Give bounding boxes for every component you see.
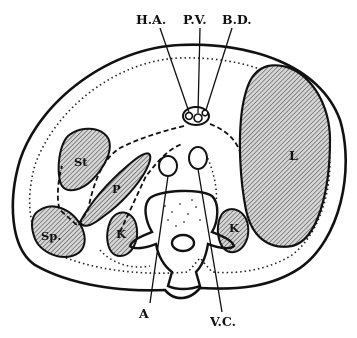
label-aorta: A [138, 306, 149, 321]
label-spleen: Sp. [41, 229, 61, 243]
liver [240, 65, 330, 246]
label-kidney-left: K [116, 227, 127, 241]
label-portal-vein: P.V. [183, 12, 207, 27]
spinal-canal [172, 235, 194, 251]
hepatic-artery [186, 113, 193, 120]
portal-vein [194, 114, 202, 122]
label-liver: L [289, 148, 298, 163]
vertebral-body-texture [164, 199, 201, 227]
leader-ha [160, 28, 189, 112]
label-vena-cava: V.C. [209, 314, 236, 329]
label-kidney-right: K [229, 221, 240, 235]
bile-duct [202, 110, 208, 116]
label-hepatic-artery: H.A. [136, 12, 166, 27]
leader-pv [198, 28, 200, 113]
label-pancreas: P [112, 182, 121, 196]
label-stomach: St [74, 155, 88, 169]
label-bile-duct: B.D. [222, 12, 252, 27]
leader-bd [206, 28, 232, 110]
